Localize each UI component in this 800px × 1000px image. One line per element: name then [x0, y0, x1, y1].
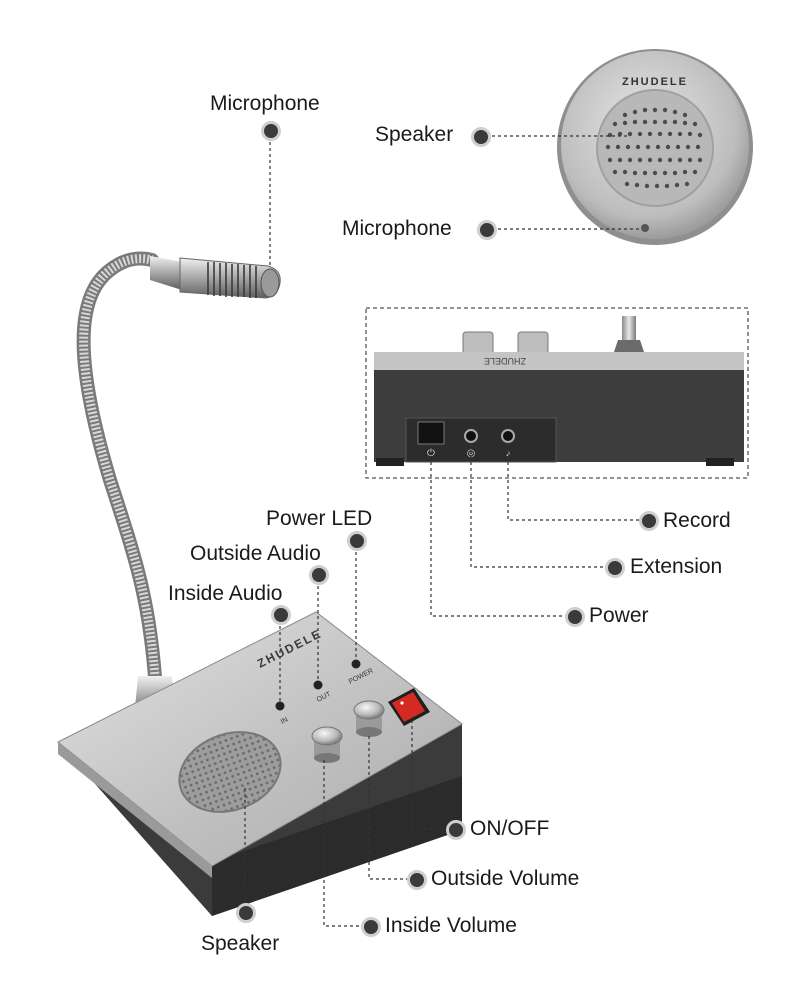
- callout-dot: [361, 917, 381, 937]
- callout-dot: [271, 605, 291, 625]
- outside-audio-led: [313, 680, 323, 690]
- round-speaker-unit: ZHUDELE: [557, 49, 753, 245]
- round-unit-logo: ZHUDELE: [622, 76, 688, 88]
- callout-dot: [471, 127, 491, 147]
- power-symbol-icon: ⏻: [427, 448, 435, 459]
- label-outside-audio: Outside Audio: [190, 542, 321, 565]
- on-off-switch: [388, 688, 430, 726]
- mic-symbol-icon: ♪: [506, 448, 511, 459]
- callout-dot: [605, 558, 625, 578]
- callout-dot: [639, 511, 659, 531]
- inside-volume-knob: [311, 726, 343, 763]
- label-outside-volume: Outside Volume: [431, 867, 580, 890]
- svg-text:ZHUDELE: ZHUDELE: [484, 356, 526, 366]
- label-power: Power: [589, 604, 649, 627]
- speaker-holes: [605, 107, 703, 189]
- outside-volume-knob: [353, 700, 385, 737]
- label-extension: Extension: [630, 555, 723, 578]
- rear-view-inset: ZHUDELE ⏻ ◎ ♪: [365, 307, 749, 479]
- label-inside-audio: Inside Audio: [168, 582, 283, 605]
- callout-dot: [407, 870, 427, 890]
- power-led: [351, 659, 361, 669]
- svg-text:IN: IN: [280, 716, 289, 725]
- label-power-led: Power LED: [266, 507, 373, 530]
- callout-dot: [347, 531, 367, 551]
- callout-dot: [261, 121, 281, 141]
- round-unit-mic-hole: [641, 224, 649, 232]
- record-jack: [501, 429, 515, 443]
- mic-grille: [207, 262, 257, 298]
- main-base-unit: ZHUDELE IN OUT POWER: [57, 611, 463, 916]
- callout-dot: [446, 820, 466, 840]
- label-on-off: ON/OFF: [470, 817, 550, 840]
- callout-dot: [236, 903, 256, 923]
- label-speaker-front: Speaker: [201, 932, 280, 955]
- callout-dot: [565, 607, 585, 627]
- inside-audio-led: [275, 701, 285, 711]
- callout-dot: [477, 220, 497, 240]
- label-microphone-gooseneck: Microphone: [210, 92, 320, 115]
- label-inside-volume: Inside Volume: [385, 914, 517, 937]
- label-microphone-round: Microphone: [342, 217, 452, 240]
- callout-dot: [309, 565, 329, 585]
- label-record: Record: [663, 509, 731, 532]
- callout-lines: [244, 130, 648, 927]
- dc-power-jack: [417, 421, 445, 445]
- extension-symbol-icon: ◎: [467, 448, 476, 459]
- label-speaker-round: Speaker: [375, 123, 454, 146]
- extension-jack: [464, 429, 478, 443]
